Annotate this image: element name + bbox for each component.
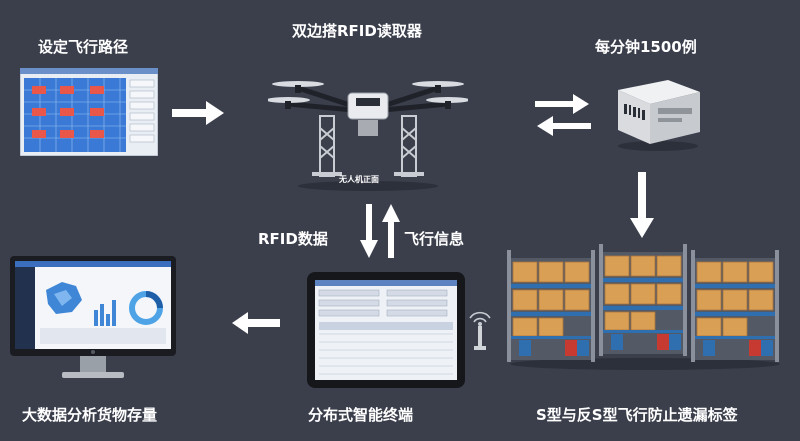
tablet-terminal-icon (307, 272, 465, 388)
warehouse-racks-icon (505, 240, 785, 370)
arrow-right-1 (172, 100, 224, 126)
flight-route-screen-icon (20, 68, 158, 156)
label-reader: 双边搭RFID读取器 (292, 22, 422, 40)
drone-caption: 无人机正面 (339, 175, 379, 184)
arrow-left (232, 312, 280, 334)
label-s-flight: S型与反S型飞行防止遗漏标签 (536, 406, 738, 424)
label-big-data: 大数据分析货物存量 (22, 406, 158, 424)
arrow-down (630, 172, 654, 238)
arrow-bidirectional-horizontal (535, 94, 591, 136)
arrow-bidirectional-vertical (360, 204, 400, 258)
label-rate: 每分钟1500例 (595, 38, 697, 56)
label-terminal: 分布式智能终端 (308, 406, 414, 424)
label-rfid-data: RFID数据 (258, 230, 328, 248)
analytics-monitor-icon (10, 256, 176, 382)
label-set-route: 设定飞行路径 (38, 38, 129, 56)
wireless-antenna-icon (464, 306, 496, 352)
label-flight-info: 飞行信息 (404, 230, 465, 248)
rfid-package-icon (612, 74, 704, 152)
rfid-drone-icon (268, 48, 468, 193)
